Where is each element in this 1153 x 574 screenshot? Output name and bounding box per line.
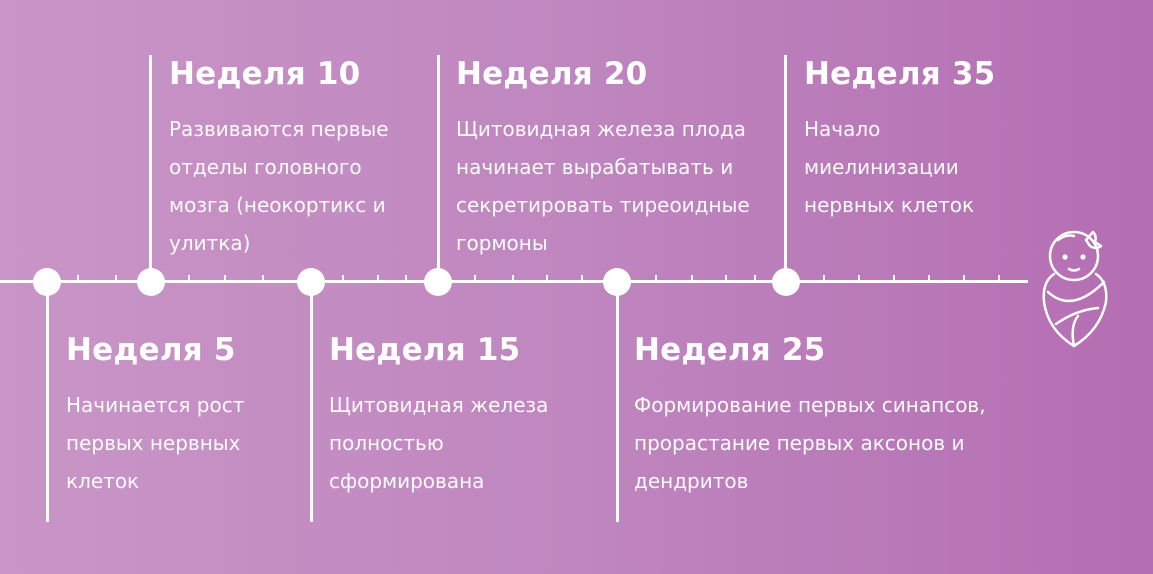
- milestone-title: Неделя 20: [456, 56, 648, 92]
- milestone-week-10: Неделя 10 Развиваются первые отделы голо…: [169, 52, 429, 262]
- axis-tick: [474, 275, 476, 283]
- milestone-description: Развиваются первые отделы головного мозг…: [169, 110, 429, 262]
- description-line: мозга (неокортикс и: [169, 193, 386, 217]
- milestone-week-20: Неделя 20 Щитовидная железа плода начина…: [456, 52, 776, 262]
- milestone-marker: [772, 268, 800, 296]
- axis-tick: [377, 275, 379, 283]
- milestone-connector: [437, 55, 440, 282]
- milestone-connector: [310, 281, 313, 522]
- description-line: Формирование первых синапсов,: [634, 393, 986, 417]
- axis-tick: [754, 275, 756, 283]
- axis-tick: [115, 275, 117, 283]
- description-line: Развиваются первые: [169, 117, 389, 141]
- milestone-marker: [297, 268, 325, 296]
- description-line: клеток: [66, 469, 140, 493]
- milestone-description: Щитовидная железа полностью сформирована: [329, 386, 599, 500]
- axis-tick: [512, 275, 514, 283]
- axis-tick: [77, 275, 79, 283]
- milestone-description: Начинается рост первых нервных клеток: [66, 386, 296, 500]
- milestone-title: Неделя 10: [169, 56, 361, 92]
- milestone-week-25: Неделя 25 Формирование первых синапсов, …: [634, 328, 1034, 500]
- description-line: начинает вырабатывать и: [456, 155, 734, 179]
- axis-tick: [546, 275, 548, 283]
- axis-tick: [581, 275, 583, 283]
- milestone-connector: [784, 55, 787, 282]
- milestone-title: Неделя 25: [634, 332, 826, 368]
- description-line: секретировать тиреоидные: [456, 193, 750, 217]
- description-line: миелинизации: [804, 155, 959, 179]
- axis-tick: [224, 275, 226, 283]
- milestone-description: Формирование первых синапсов, прорастани…: [634, 386, 1034, 500]
- description-line: улитка): [169, 231, 251, 255]
- axis-tick: [188, 275, 190, 283]
- description-line: сформирована: [329, 469, 485, 493]
- description-line: Щитовидная железа плода: [456, 117, 746, 141]
- milestone-marker: [137, 268, 165, 296]
- axis-tick: [725, 275, 727, 283]
- description-line: гормоны: [456, 231, 548, 255]
- milestone-week-15: Неделя 15 Щитовидная железа полностью сф…: [329, 328, 599, 500]
- description-line: Щитовидная железа: [329, 393, 549, 417]
- description-line: Начинается рост: [66, 393, 245, 417]
- milestone-title: Неделя 35: [804, 56, 996, 92]
- axis-tick: [691, 275, 693, 283]
- axis-tick: [998, 275, 1000, 283]
- description-line: первых нервных: [66, 431, 241, 455]
- description-line: отделы головного: [169, 155, 362, 179]
- axis-tick: [262, 275, 264, 283]
- description-line: дендритов: [634, 469, 749, 493]
- axis-tick: [342, 275, 344, 283]
- axis-tick: [823, 275, 825, 283]
- description-line: Начало: [804, 117, 881, 141]
- milestone-connector: [149, 55, 152, 282]
- description-line: прорастание первых аксонов и: [634, 431, 965, 455]
- milestone-marker: [603, 268, 631, 296]
- milestone-marker: [33, 268, 61, 296]
- milestone-week-5: Неделя 5 Начинается рост первых нервных …: [66, 328, 296, 500]
- milestone-description: Щитовидная железа плода начинает вырабат…: [456, 110, 776, 262]
- axis-tick: [963, 275, 965, 283]
- axis-tick: [405, 275, 407, 283]
- axis-tick: [893, 275, 895, 283]
- milestone-connector: [46, 281, 49, 522]
- milestone-week-35: Неделя 35 Начало миелинизации нервных кл…: [804, 52, 1024, 224]
- milestone-description: Начало миелинизации нервных клеток: [804, 110, 1024, 224]
- milestone-connector: [616, 281, 619, 522]
- timeline-axis: [0, 280, 1028, 283]
- milestone-title: Неделя 5: [66, 332, 236, 368]
- axis-tick: [928, 275, 930, 283]
- axis-tick: [858, 275, 860, 283]
- description-line: полностью: [329, 431, 444, 455]
- axis-tick: [655, 275, 657, 283]
- description-line: нервных клеток: [804, 193, 975, 217]
- baby-icon: [1042, 230, 1108, 348]
- milestone-title: Неделя 15: [329, 332, 521, 368]
- milestone-marker: [424, 268, 452, 296]
